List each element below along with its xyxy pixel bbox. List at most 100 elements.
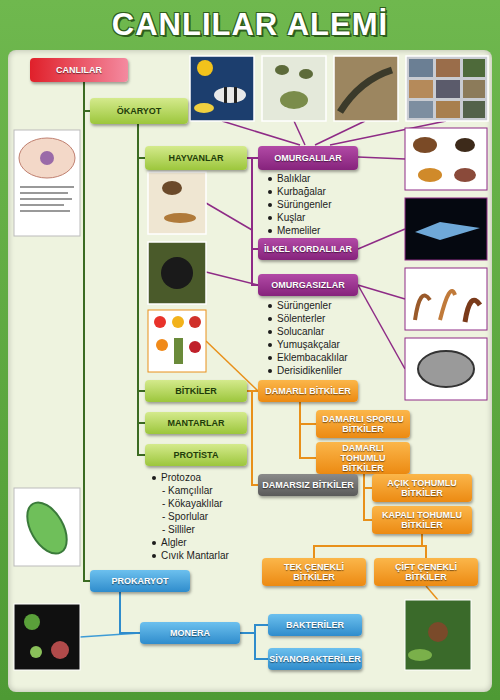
list-item: Protozoa bbox=[152, 472, 201, 484]
worm-photo bbox=[405, 268, 487, 330]
leader-line bbox=[426, 586, 438, 600]
tree-connector bbox=[84, 82, 90, 581]
legend-line bbox=[20, 192, 68, 194]
bullet-dot bbox=[268, 369, 272, 373]
tree-connector bbox=[240, 625, 268, 633]
box-label: ÇİFT ÇENEKLİ BİTKİLER bbox=[377, 562, 475, 582]
list-item: - Sporlular bbox=[162, 511, 208, 523]
list-item: Memeliler bbox=[268, 225, 320, 237]
bird-tile bbox=[463, 101, 485, 118]
tree-connector bbox=[247, 158, 258, 285]
box-label: DAMARLI TOHUMLU BİTKİLER bbox=[319, 443, 407, 473]
bat bbox=[454, 168, 476, 182]
plant bbox=[174, 338, 183, 364]
photo-frame bbox=[405, 198, 487, 260]
tree-connector bbox=[138, 124, 145, 423]
poster-title: CANLILAR ALEMİ bbox=[0, 6, 500, 44]
coral bbox=[197, 60, 213, 76]
tree-connector bbox=[364, 474, 372, 520]
bullet-dot bbox=[268, 216, 272, 220]
bullet-dot bbox=[268, 317, 272, 321]
bird-tile bbox=[436, 59, 460, 77]
leader-line bbox=[206, 203, 252, 230]
bullet-dot bbox=[268, 177, 272, 181]
lancelet bbox=[415, 222, 480, 240]
plant-photo bbox=[405, 600, 471, 670]
bullet-dot bbox=[268, 190, 272, 194]
bullet-dot bbox=[152, 554, 156, 558]
category-box: PROKARYOT bbox=[90, 570, 190, 592]
box-label: MANTARLAR bbox=[168, 418, 225, 428]
box-label: PROTİSTA bbox=[174, 450, 219, 460]
fish bbox=[214, 87, 246, 103]
category-box: İLKEL KORDALILAR bbox=[258, 238, 358, 260]
nucleus bbox=[40, 151, 54, 165]
cell-illustration bbox=[14, 130, 80, 236]
tadpole bbox=[275, 65, 289, 75]
photo-frame bbox=[14, 130, 80, 236]
category-box: HAYVANLAR bbox=[145, 146, 247, 170]
tree-connector bbox=[138, 124, 145, 158]
fish bbox=[194, 103, 214, 113]
fish-stripe bbox=[234, 87, 237, 103]
flower bbox=[156, 339, 168, 351]
leader-line bbox=[222, 121, 300, 145]
bird-tile bbox=[409, 80, 433, 98]
chestnut bbox=[428, 622, 448, 642]
scorpion bbox=[164, 213, 196, 223]
worm bbox=[465, 300, 480, 322]
tree-connector bbox=[314, 534, 422, 558]
list-item: Sürüngenler bbox=[268, 199, 331, 211]
tick bbox=[162, 181, 182, 195]
tree-connector bbox=[300, 402, 316, 424]
bullet-dot bbox=[268, 330, 272, 334]
trilobite-photo bbox=[405, 338, 487, 400]
worm bbox=[415, 296, 430, 321]
photo-frame bbox=[405, 128, 487, 190]
category-box: KAPALI TOHUMLU BİTKİLER bbox=[372, 506, 472, 534]
bird-tile bbox=[409, 59, 433, 77]
list-item: - Kökayaklılar bbox=[162, 498, 223, 510]
box-label: TEK ÇENEKLİ BİTKİLER bbox=[265, 562, 363, 582]
tree-connector bbox=[138, 124, 145, 455]
camel bbox=[418, 168, 442, 182]
legend-line bbox=[20, 198, 72, 200]
flower bbox=[154, 316, 166, 328]
category-box: BAKTERİLER bbox=[268, 614, 362, 636]
list-item: - Silliler bbox=[162, 524, 195, 536]
bacterium-illustration bbox=[14, 488, 80, 566]
colony bbox=[30, 646, 42, 658]
box-label: DAMARSIZ BİTKİLER bbox=[262, 480, 354, 490]
photo-frame bbox=[405, 338, 487, 400]
box-label: CANLILAR bbox=[56, 65, 102, 75]
category-box: SİYANOBAKTERİLER bbox=[268, 648, 362, 670]
box-label: BAKTERİLER bbox=[286, 620, 344, 630]
category-box: OMURGASIZLAR bbox=[258, 274, 358, 296]
category-box: AÇIK TOHUMLU BİTKİLER bbox=[372, 474, 472, 502]
tree-connector bbox=[240, 633, 268, 659]
list-item: Yumuşakçalar bbox=[268, 339, 340, 351]
leader-line bbox=[358, 285, 405, 369]
category-box: PROTİSTA bbox=[145, 444, 247, 466]
list-item: Balıklar bbox=[268, 173, 310, 185]
leader-line bbox=[206, 272, 258, 285]
spider-photo bbox=[148, 172, 206, 234]
bird-tile bbox=[436, 101, 460, 118]
bullet-dot bbox=[268, 343, 272, 347]
leader-line bbox=[358, 229, 405, 249]
photo-frame bbox=[262, 56, 326, 121]
box-label: OMURGASIZLAR bbox=[271, 280, 345, 290]
leader-line bbox=[294, 121, 305, 145]
photo-frame bbox=[148, 172, 206, 234]
urchin-photo bbox=[148, 242, 206, 304]
cell bbox=[19, 138, 75, 178]
box-label: KAPALI TOHUMLU BİTKİLER bbox=[375, 510, 469, 530]
photo-frame bbox=[405, 268, 487, 330]
bird-tile bbox=[409, 101, 433, 118]
microbe-photo bbox=[14, 604, 80, 670]
bullet-dot bbox=[268, 304, 272, 308]
flower bbox=[189, 341, 201, 353]
bird bbox=[455, 138, 475, 152]
list-item: Kurbağalar bbox=[268, 186, 326, 198]
photo-frame bbox=[148, 242, 206, 304]
